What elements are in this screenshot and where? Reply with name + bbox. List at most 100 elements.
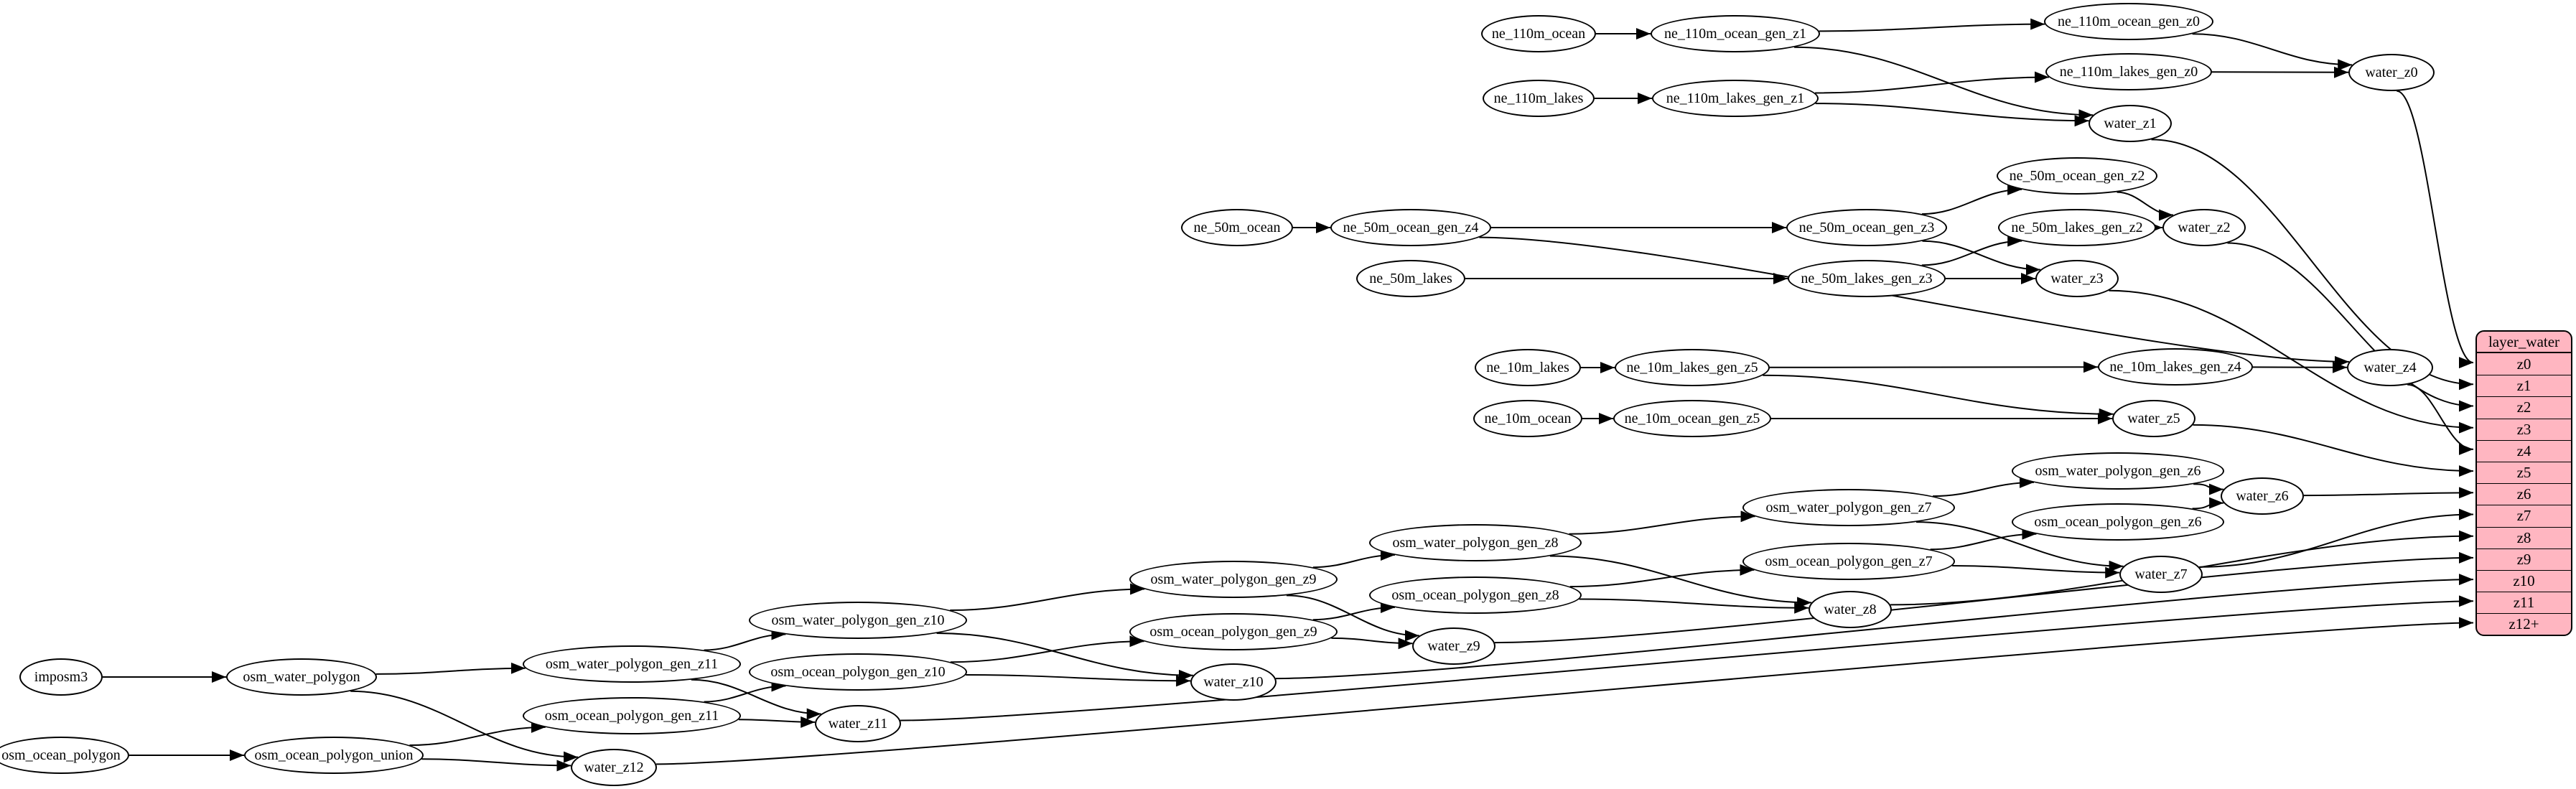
edge-osm_water_polygon_gen_z6-to-water_z6: [2193, 483, 2223, 495]
edge-water_z10-to-layer-water-z10: [1275, 574, 2474, 680]
node-ne-110m-lakes-gen-z0: ne_110m_lakes_gen_z0: [2045, 53, 2212, 90]
edge-osm_water_polygon_gen_z9-to-osm_water_polygon_gen_z8: [1312, 549, 1395, 569]
node-ne-110m-lakes: ne_110m_lakes: [1483, 80, 1595, 117]
node-osm-water-polygon: osm_water_polygon: [226, 658, 377, 696]
edge-ne_110m_lakes_gen_z1-to-water_z1: [1815, 103, 2089, 127]
node-ne-110m-lakes-gen-z1: ne_110m_lakes_gen_z1: [1652, 80, 1819, 117]
edge-osm_water_polygon_gen_z10-to-water_z10: [936, 632, 1193, 681]
node-osm-water-polygon-gen-z6: osm_water_polygon_gen_z6: [2012, 452, 2224, 490]
node-osm-ocean-polygon-gen-z9: osm_ocean_polygon_gen_z9: [1129, 613, 1338, 650]
edge-osm_ocean_polygon_gen_z7-to-osm_ocean_polygon_gen_z6: [1930, 528, 2037, 551]
node-ne-110m-ocean: ne_110m_ocean: [1481, 15, 1596, 52]
edge-osm_water_polygon_gen_z10-to-osm_water_polygon_gen_z9: [950, 583, 1145, 611]
edge-water_z3-to-layer-water-z3: [2109, 289, 2474, 434]
node-osm-ocean-polygon-gen-z10: osm_ocean_polygon_gen_z10: [749, 653, 967, 691]
table-row-z12-plus: z12+: [2477, 613, 2571, 635]
edge-water_z4-to-layer-water-z4: [2407, 383, 2474, 455]
node-ne-10m-lakes-gen-z5: ne_10m_lakes_gen_z5: [1615, 349, 1770, 386]
node-osm-water-polygon-gen-z7: osm_water_polygon_gen_z7: [1742, 489, 1955, 526]
node-ne-110m-ocean-gen-z0: ne_110m_ocean_gen_z0: [2044, 3, 2213, 40]
edge-water_z5-to-layer-water-z5: [2193, 424, 2474, 477]
table-row-z10: z10: [2477, 569, 2571, 592]
edge-osm_ocean_polygon_gen_z9-to-water_z9: [1331, 637, 1413, 650]
edge-osm_water_polygon_gen_z7-to-osm_water_polygon_gen_z6: [1932, 476, 2035, 498]
edge-osm_water_polygon_gen_z11-to-water_z11: [691, 678, 821, 720]
node-osm-water-polygon-gen-z8: osm_water_polygon_gen_z8: [1369, 524, 1582, 561]
node-imposm3: imposm3: [19, 658, 103, 696]
node-water-z2: water_z2: [2162, 209, 2246, 246]
node-water-z6: water_z6: [2221, 477, 2304, 515]
edge-ne_50m_ocean_gen_z3-to-ne_50m_ocean_gen_z2: [1921, 183, 2022, 215]
node-ne-10m-lakes-gen-z4: ne_10m_lakes_gen_z4: [2098, 348, 2253, 386]
edge-osm_water_polygon-to-water_z12: [350, 690, 579, 763]
table-row-z8: z8: [2477, 526, 2571, 548]
edge-ne_50m_ocean_gen_z3-to-water_z3: [1922, 240, 2041, 276]
edge-osm_water_polygon_gen_z9-to-water_z9: [1286, 594, 1419, 642]
node-water-z4: water_z4: [2347, 349, 2433, 386]
edge-water_z6-to-layer-water-z6: [2303, 487, 2474, 499]
edge-water_z12-to-layer-water-z12+: [656, 617, 2474, 765]
edge-osm_ocean_polygon_gen_z7-to-water_z7: [1952, 565, 2120, 579]
node-ne-50m-lakes: ne_50m_lakes: [1356, 260, 1465, 297]
node-water-z7: water_z7: [2119, 556, 2203, 593]
edge-ne_110m_lakes_gen_z1-to-ne_110m_lakes_gen_z0: [1815, 71, 2049, 94]
edge-osm_ocean_polygon_gen_z6-to-water_z6: [2192, 497, 2224, 510]
table-row-z0: z0: [2516, 355, 2531, 373]
table-row-z6: z6: [2477, 483, 2571, 505]
layer-water-table-title: layer_water: [2477, 332, 2571, 353]
edge-ne_50m_ocean_gen_z2-to-water_z2: [2117, 191, 2174, 221]
edge-ne_110m_ocean_gen_z1-to-water_z1: [1794, 46, 2094, 121]
edge-osm_ocean_polygon_gen_z11-to-osm_ocean_polygon_gen_z10: [704, 680, 786, 703]
node-osm-water-polygon-gen-z10: osm_water_polygon_gen_z10: [749, 602, 967, 639]
edge-ne_110m_ocean_gen_z0-to-water_z0: [2192, 33, 2353, 71]
edge-ne_110m_ocean_gen_z1-to-ne_110m_ocean_gen_z0: [1819, 18, 2045, 32]
edge-ne_50m_ocean_gen_z4-to-water_z4: [1479, 236, 2350, 368]
node-water-z10: water_z10: [1190, 663, 1277, 701]
edge-osm_ocean_polygon_gen_z11-to-water_z11: [738, 716, 816, 728]
node-ne-10m-ocean-gen-z5: ne_10m_ocean_gen_z5: [1613, 400, 1771, 437]
node-ne-10m-lakes: ne_10m_lakes: [1475, 349, 1581, 386]
edge-water_z11-to-layer-water-z11: [900, 595, 2474, 722]
node-water-z12: water_z12: [571, 749, 657, 786]
node-ne-10m-ocean: ne_10m_ocean: [1473, 400, 1582, 437]
edge-osm_ocean_polygon_gen_z8-to-water_z8: [1579, 598, 1809, 614]
edge-osm_water_polygon_gen_z7-to-water_z7: [1915, 521, 2124, 572]
node-water-z3: water_z3: [2035, 260, 2119, 297]
table-row-z2: z2: [2477, 396, 2571, 418]
edge-ne_10m_lakes_gen_z5-to-ne_10m_lakes_gen_z4: [1769, 361, 2099, 373]
edge-ne_110m_lakes_gen_z0-to-water_z0: [2211, 66, 2349, 78]
edge-water_z2-to-layer-water-z2: [2227, 242, 2474, 412]
table-row-z1: z1: [2477, 375, 2571, 396]
table-row-z4: z4: [2477, 439, 2571, 462]
table-row-z7: z7: [2477, 505, 2571, 526]
node-osm-ocean-polygon-gen-z7: osm_ocean_polygon_gen_z7: [1742, 543, 1955, 580]
node-ne-50m-lakes-gen-z3: ne_50m_lakes_gen_z3: [1788, 260, 1946, 297]
edge-water_z0-to-layer-water-z0: [2397, 90, 2474, 368]
node-water-z0: water_z0: [2348, 54, 2435, 91]
edge-osm_ocean_polygon_gen_z9-to-osm_ocean_polygon_gen_z8: [1312, 602, 1395, 621]
node-osm-water-polygon-gen-z11: osm_water_polygon_gen_z11: [523, 645, 741, 683]
node-osm-ocean-polygon-union: osm_ocean_polygon_union: [244, 737, 424, 774]
node-water-z9: water_z9: [1412, 627, 1495, 665]
edge-ne_10m_lakes_gen_z5-to-water_z5: [1763, 374, 2114, 420]
node-osm-ocean-polygon-gen-z11: osm_ocean_polygon_gen_z11: [523, 697, 741, 734]
node-ne-50m-ocean: ne_50m_ocean: [1181, 209, 1293, 246]
table-row-z9: z9: [2477, 548, 2571, 570]
node-ne-110m-ocean-gen-z1: ne_110m_ocean_gen_z1: [1651, 15, 1820, 52]
node-water-z8: water_z8: [1809, 591, 1892, 628]
edge-osm_ocean_polygon_union-to-osm_ocean_polygon_gen_z11: [409, 721, 546, 746]
node-ne-50m-ocean-gen-z4: ne_50m_ocean_gen_z4: [1330, 209, 1491, 246]
node-osm-ocean-polygon-gen-z6: osm_ocean_polygon_gen_z6: [2012, 503, 2224, 541]
node-water-z1: water_z1: [2089, 105, 2172, 142]
edge-osm_ocean_polygon_gen_z10-to-water_z10: [966, 674, 1191, 687]
node-ne-50m-ocean-gen-z3: ne_50m_ocean_gen_z3: [1786, 209, 1947, 246]
edge-ne_50m_lakes_gen_z3-to-ne_50m_lakes_gen_z2: [1921, 235, 2022, 266]
edge-water_z9-to-layer-water-z9: [1494, 551, 2474, 644]
edge-osm_ocean_polygon_gen_z10-to-osm_ocean_polygon_gen_z9: [950, 635, 1144, 663]
edge-osm_ocean_polygon_union-to-water_z12: [421, 758, 571, 772]
edge-osm_water_polygon-to-osm_water_polygon_gen_z11: [375, 662, 526, 675]
